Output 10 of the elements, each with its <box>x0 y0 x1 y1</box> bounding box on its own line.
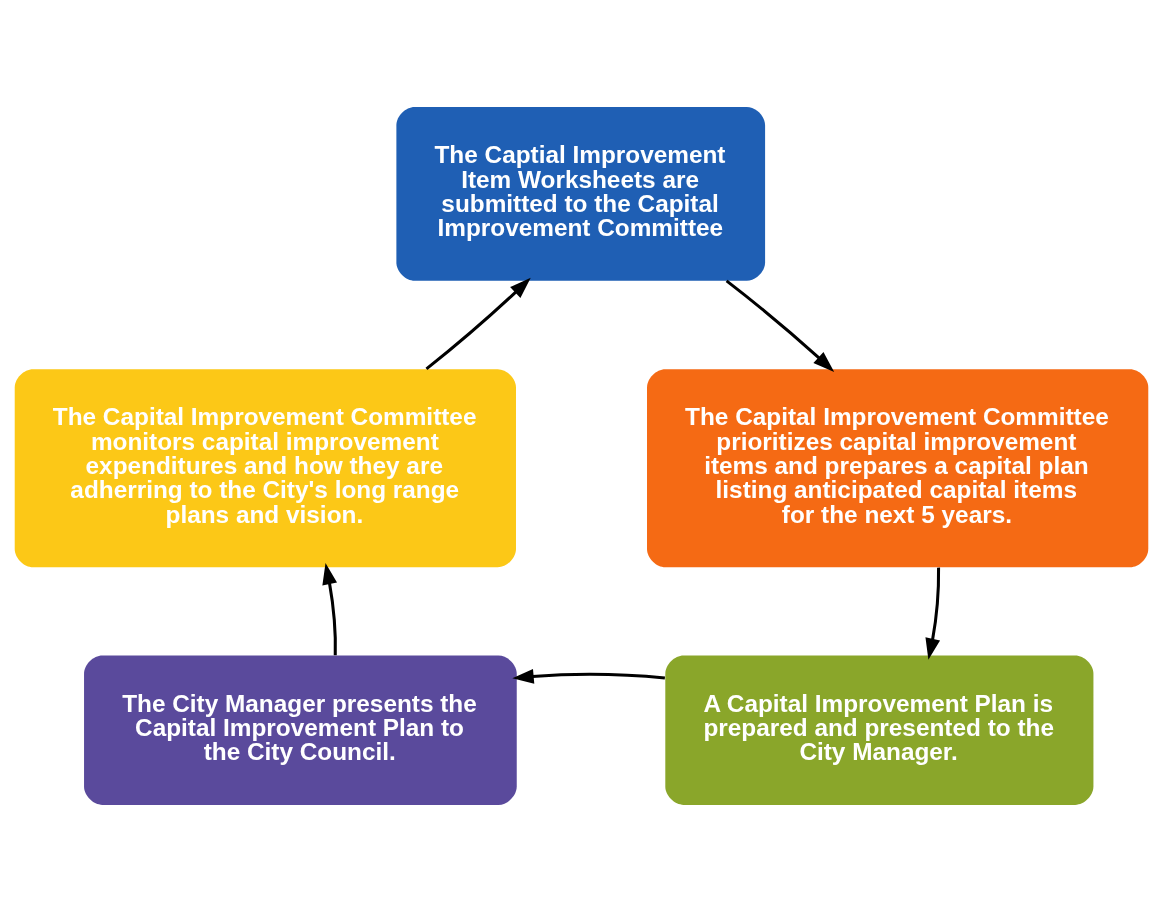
node-box: The Capital Improvement Committee prioritizes capital improvement items and prepares a capital plan listing anticipated capital items for the next 5 years. <box>647 369 1149 568</box>
arrow <box>925 567 941 660</box>
node-box: The Captial Improvement Item Worksheets are submitted to the Capital Improvement Committee <box>396 107 766 281</box>
node-box: The Capital Improvement Committee monitors capital improvement expenditures and how they are adherring to the City's long range plans and vision. <box>14 369 516 568</box>
arrow <box>425 277 531 371</box>
node-box: The City Manager presents the Capital Improvement Plan to the City Council. <box>84 655 517 805</box>
arrow <box>512 668 666 684</box>
arrow <box>322 563 338 656</box>
node-box: A Capital Improvement Plan is prepared and presented to the City Manager. <box>665 655 1094 805</box>
arrow <box>725 279 835 373</box>
